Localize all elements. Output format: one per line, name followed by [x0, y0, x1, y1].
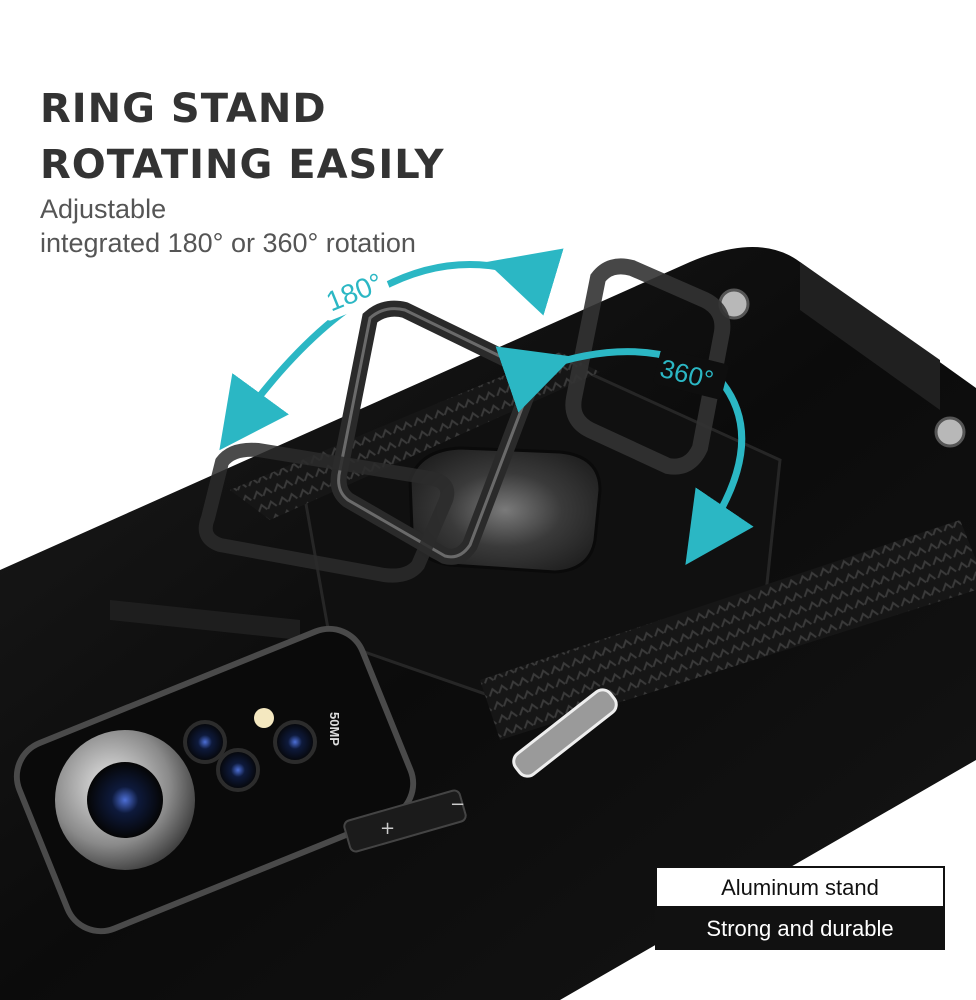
subtitle-line-2: integrated 180° or 360° rotation	[40, 228, 416, 258]
headline-line-1: RING STAND	[40, 86, 327, 132]
volume-down-mark: −	[450, 794, 465, 815]
volume-up-mark: +	[380, 818, 395, 839]
feature-box-subtitle: Strong and durable	[655, 908, 945, 950]
arrow-label-180-bg	[314, 261, 392, 321]
power-button	[512, 688, 618, 778]
feature-box-title: Aluminum stand	[655, 866, 945, 908]
subtitle-line-1: Adjustable	[40, 194, 167, 224]
camera-lens-2	[183, 720, 227, 764]
case-ridge-right	[800, 262, 940, 410]
headline-line-2: ROTATING EASILY	[40, 142, 445, 188]
grip-strip-lower	[480, 520, 976, 740]
case-ridge-left	[110, 600, 300, 640]
camera-lens-4	[216, 748, 260, 792]
camera-flash	[254, 708, 274, 728]
camera-sensor-label: 50MP	[327, 712, 342, 746]
main-camera-lens	[87, 762, 163, 838]
corner-screw-right	[934, 416, 966, 448]
volume-button	[343, 789, 467, 853]
arrow-label-360-bg	[653, 348, 729, 400]
camera-lens-3	[273, 720, 317, 764]
